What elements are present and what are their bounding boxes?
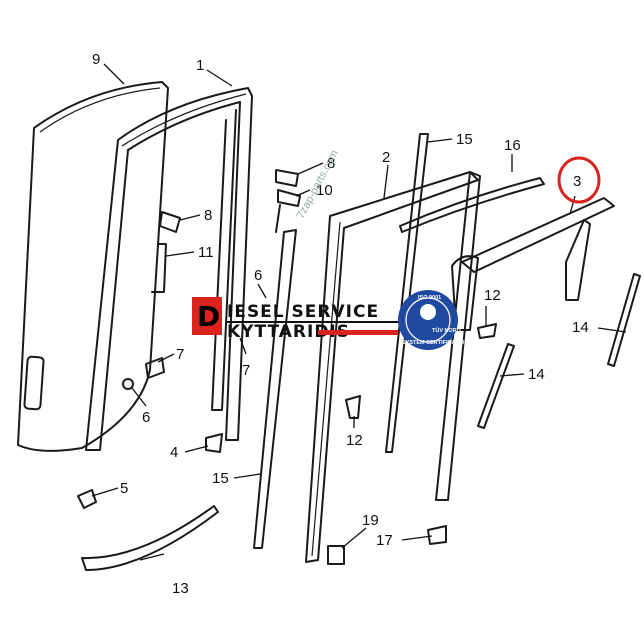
callout-17: 17 xyxy=(376,532,393,549)
watermark-text: 7zap-parts.com xyxy=(295,148,341,221)
callout-19: 19 xyxy=(362,512,379,529)
callout-6-upper: 6 xyxy=(254,267,262,284)
callout-8-top: 8 xyxy=(327,155,335,172)
part-9-door-panel[interactable] xyxy=(17,81,169,452)
part-12-lever-b[interactable] xyxy=(345,395,361,419)
certification-badge: ISO 9001 TÜV NORD SYSTEM CERTIFICATION xyxy=(398,290,468,350)
cert-iso: ISO 9001 xyxy=(418,295,441,301)
brand-bar xyxy=(318,330,398,335)
callout-15-bottom: 15 xyxy=(212,470,229,487)
callout-12-left: 12 xyxy=(346,432,363,449)
part-2-window-frame[interactable] xyxy=(305,171,481,563)
callout-16: 16 xyxy=(504,137,521,154)
cert-top: TÜV NORD xyxy=(432,327,461,334)
brand-underline xyxy=(227,321,399,323)
callout-1: 1 xyxy=(196,57,204,74)
callout-4: 4 xyxy=(170,444,178,461)
callout-14-mid: 14 xyxy=(528,366,545,383)
callout-12-right: 12 xyxy=(484,287,501,304)
part-14-gas-strut-b[interactable] xyxy=(607,273,641,367)
part-17-bracket[interactable] xyxy=(427,525,447,545)
part-4-latch[interactable] xyxy=(205,433,223,453)
part-5-clip[interactable] xyxy=(77,489,97,509)
callout-6-lower: 6 xyxy=(142,409,150,426)
part-8-hinge-b[interactable] xyxy=(275,169,299,187)
part-14-gas-strut-a[interactable] xyxy=(477,343,515,429)
callout-15-top: 15 xyxy=(456,131,473,148)
part-7-frame-rail[interactable] xyxy=(211,109,237,411)
part-10-pin[interactable] xyxy=(275,189,301,233)
callout-8-left: 8 xyxy=(204,207,212,224)
callout-7-left: 7 xyxy=(176,346,184,363)
brand-line-1: IESEL SERVICE xyxy=(227,302,379,322)
part-16-upper-guide[interactable] xyxy=(399,177,545,233)
callout-11: 11 xyxy=(198,244,214,261)
part-11-handle[interactable] xyxy=(151,243,167,293)
callout-10: 10 xyxy=(316,182,333,199)
part-7-bracket[interactable] xyxy=(145,357,165,379)
callout-5: 5 xyxy=(120,480,128,497)
part-19-block[interactable] xyxy=(327,545,345,565)
part-13-lower-seal[interactable] xyxy=(81,505,219,571)
callout-13: 13 xyxy=(172,580,189,597)
part-1-door-frame[interactable] xyxy=(85,87,253,451)
part-12-lever-a[interactable] xyxy=(477,323,497,339)
brand-logo: D IESEL SERVICE KYTTARIDIS xyxy=(192,297,399,342)
callout-14-right: 14 xyxy=(572,319,589,336)
cert-bottom: SYSTEM CERTIFICATION xyxy=(402,340,468,346)
brand-initial: D xyxy=(197,300,220,333)
callout-3: 3 xyxy=(573,173,581,190)
part-6-seal-strip[interactable] xyxy=(253,229,297,549)
part-8-hinge-a[interactable] xyxy=(159,211,181,233)
callout-2: 2 xyxy=(382,149,390,166)
brand-line-2: KYTTARIDIS xyxy=(227,322,350,342)
callout-labels: 9 1 2 3 4 5 6 6 7 7 8 8 10 11 12 12 13 1… xyxy=(92,51,589,597)
callout-9: 9 xyxy=(92,51,100,68)
highlight-circle-part-3 xyxy=(557,156,601,204)
part-3-stay-arm[interactable] xyxy=(451,197,615,331)
leader-lines xyxy=(91,63,627,561)
brand-d-box xyxy=(192,297,222,335)
part-6-grommet[interactable] xyxy=(122,378,134,390)
part-15-rod[interactable] xyxy=(385,133,429,453)
callout-7-right: 7 xyxy=(242,362,250,379)
